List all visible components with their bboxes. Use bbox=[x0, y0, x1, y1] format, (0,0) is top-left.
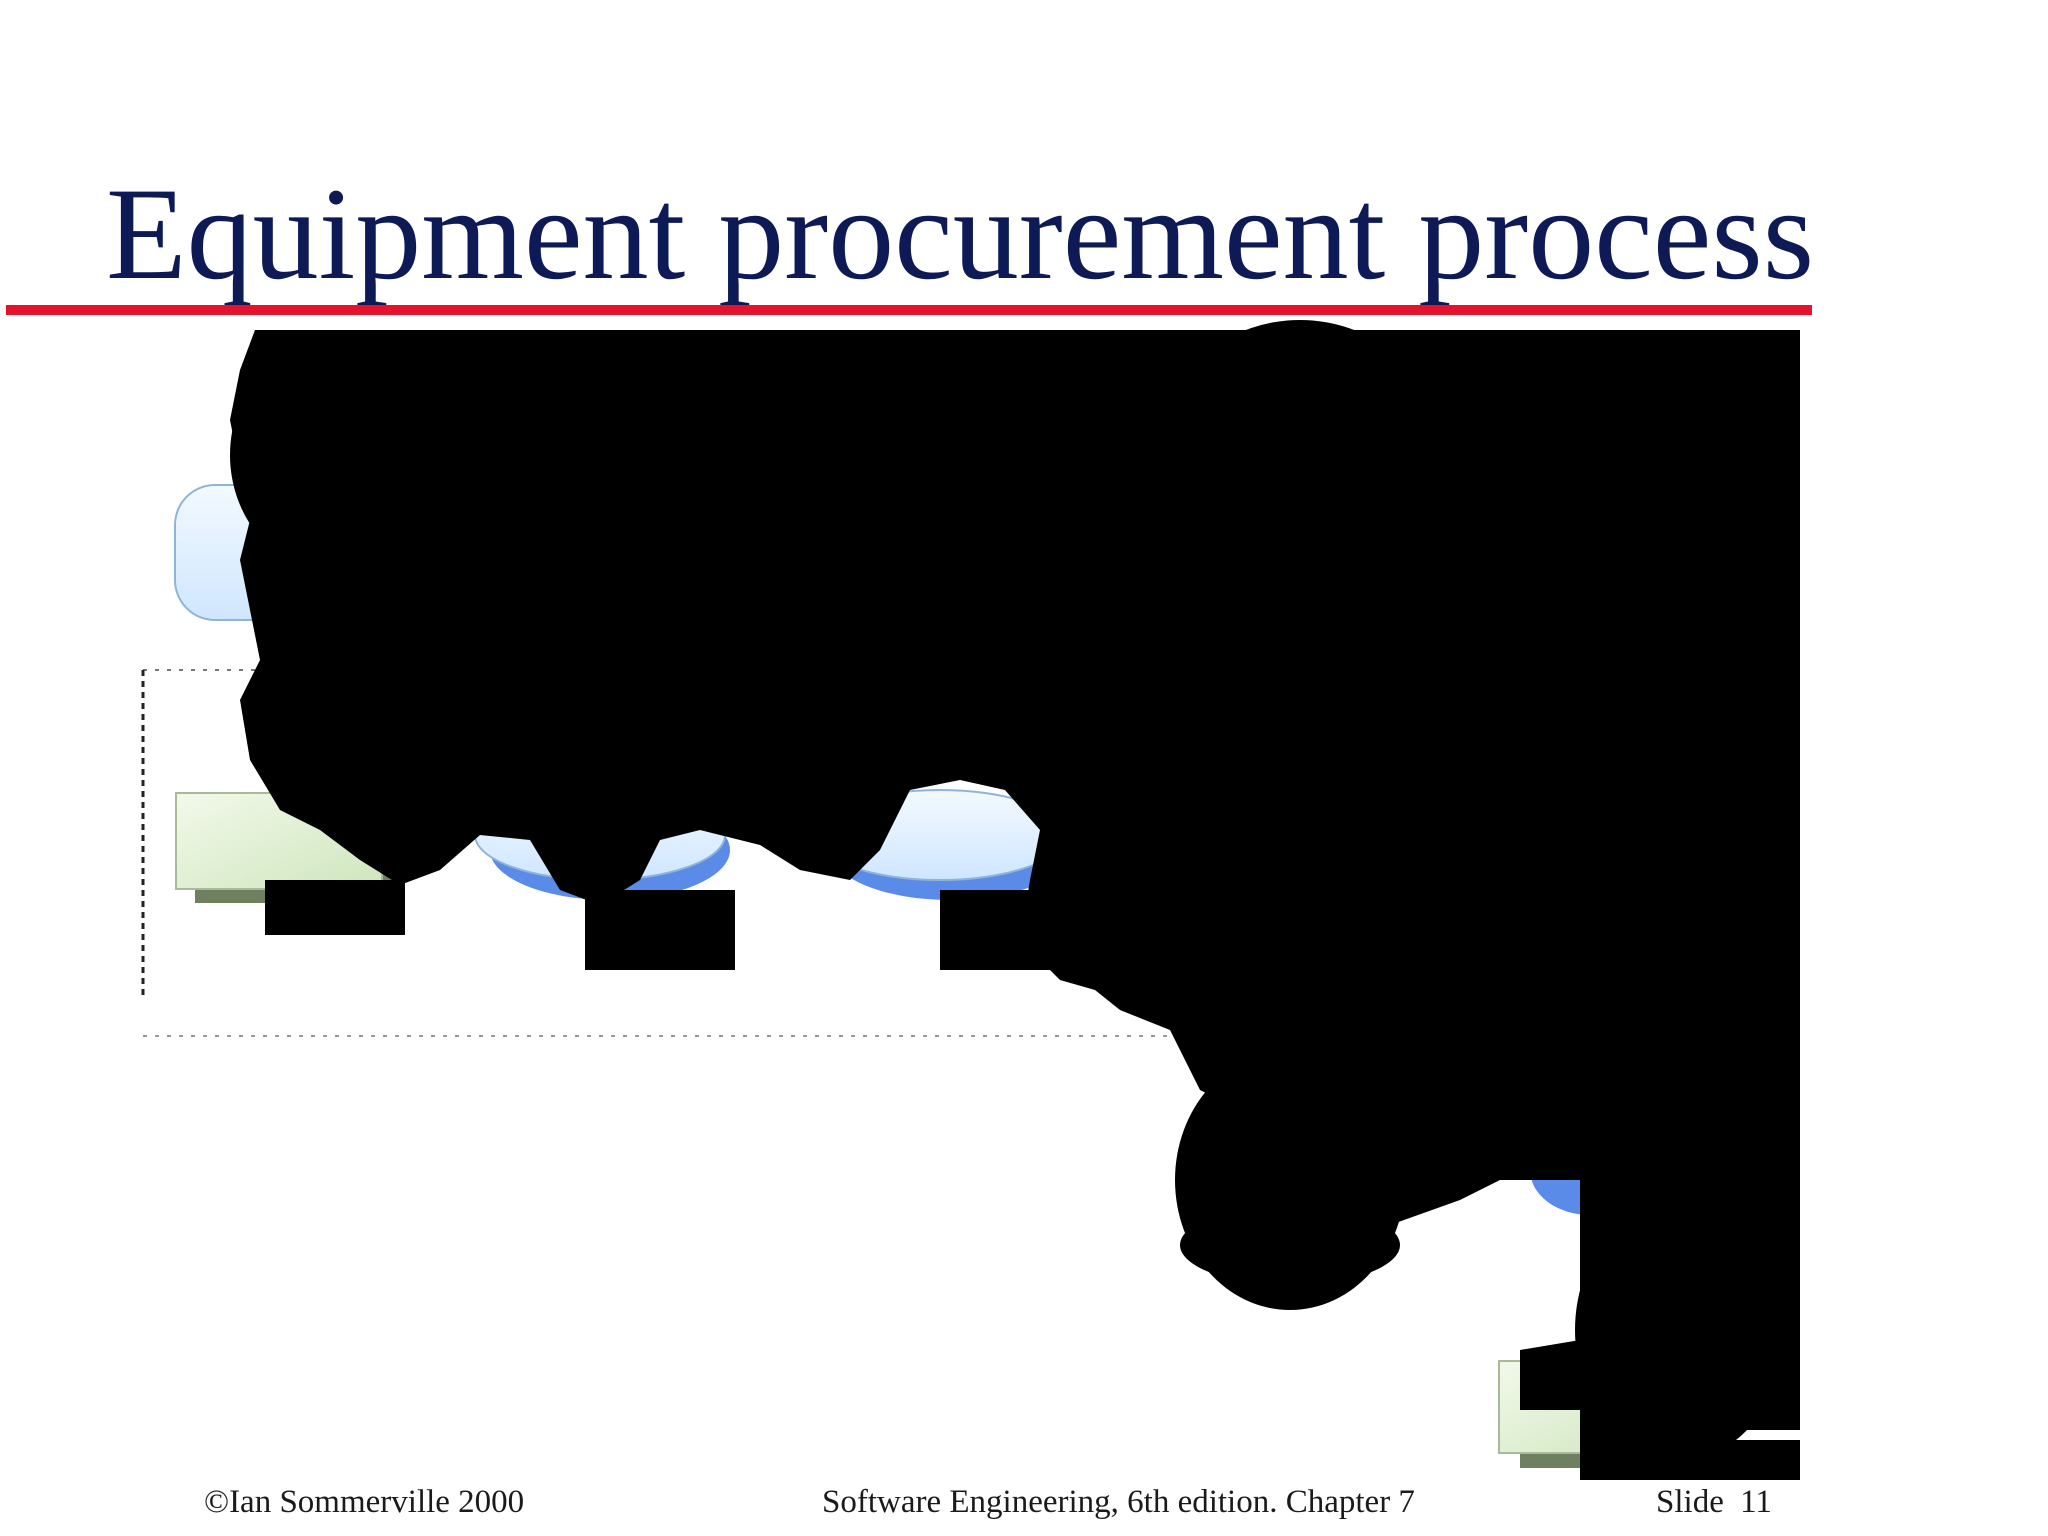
process-diagram bbox=[0, 320, 1800, 1480]
footer-slide-number: Slide 11 bbox=[1656, 1484, 1772, 1520]
slide-title: Equipment procurement process bbox=[106, 160, 1815, 307]
title-underline-rule bbox=[6, 305, 1812, 315]
footer-copyright: ©Ian Sommerville 2000 bbox=[204, 1484, 525, 1520]
occluding-glyph-block bbox=[230, 320, 1800, 1480]
footer-source: Software Engineering, 6th edition. Chapt… bbox=[822, 1484, 1415, 1520]
process-diagram-canvas bbox=[141, 320, 1800, 1480]
slide-footer: ©Ian Sommerville 2000 Software Engineeri… bbox=[0, 1484, 2048, 1524]
